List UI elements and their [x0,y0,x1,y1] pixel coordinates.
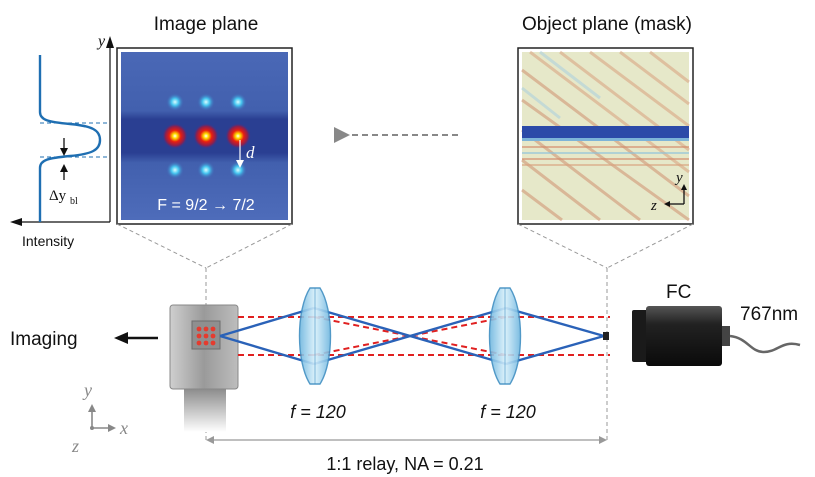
delta-subscript: bl [70,196,78,207]
image-spot [197,93,215,111]
object-plane-panel: y z [517,47,694,225]
intensity-arrow-icon [10,218,22,226]
intensity-profile: Δy bl y Intensity [10,33,114,249]
beam-paths [219,306,610,366]
object-plane-title: Object plane (mask) [522,14,692,35]
relay-left-arrow-icon [206,436,214,444]
delta-up-arrow-icon [60,164,68,172]
lens-1 [298,287,332,385]
mask-stripe [522,126,689,138]
profile-axis-y: y [96,33,106,50]
lens-2 [488,287,522,385]
fc-label: FC [666,282,691,303]
image-spot [229,93,247,111]
mask-z-arrow-icon [664,201,670,207]
mask-axis-y: y [674,170,683,186]
spacing-label: d [246,143,255,162]
mask-element [603,332,609,340]
transition-label: F = 9/2 → 7/2 [157,197,254,214]
axis-z-label: z [71,436,79,456]
wavelength-label: 767nm [740,304,798,325]
intensity-label: Intensity [22,233,74,249]
imaging-label: Imaging [10,329,78,350]
image-spot [166,93,184,111]
fiber-coupler [632,306,801,366]
spacing-arrow-icon [236,160,244,168]
imaging-arrow-icon [114,332,128,344]
camera [169,304,239,432]
image-plane-panel: d F = 9/2 → 7/2 [116,47,293,225]
relay-label: 1:1 relay, NA = 0.21 [326,454,483,474]
image-spot [162,123,188,149]
delta-down-arrow-icon [60,148,68,156]
y-arrow-icon [106,36,114,48]
image-plane-title: Image plane [154,14,259,35]
image-spot [197,161,215,179]
coordinate-axes: y x z [71,380,128,456]
axis-x-label: x [119,418,128,438]
camera-sensor-spots [196,326,216,346]
mask-y-arrow-icon [681,184,687,190]
profile-curve [38,55,102,222]
image-spot [193,123,219,149]
relay-span [206,436,607,444]
relay-right-arrow-icon [599,436,607,444]
image-spot [225,123,251,149]
delta-label: Δy [49,188,67,204]
lens-1-label: f = 120 [290,402,346,422]
axis-y-arrow-icon [88,404,96,412]
lens-2-label: f = 120 [480,402,536,422]
image-spot [229,161,247,179]
axis-y-label: y [82,380,92,400]
axis-x-arrow-icon [108,424,116,432]
image-spot [166,161,184,179]
mask-axis-z: z [650,198,657,214]
